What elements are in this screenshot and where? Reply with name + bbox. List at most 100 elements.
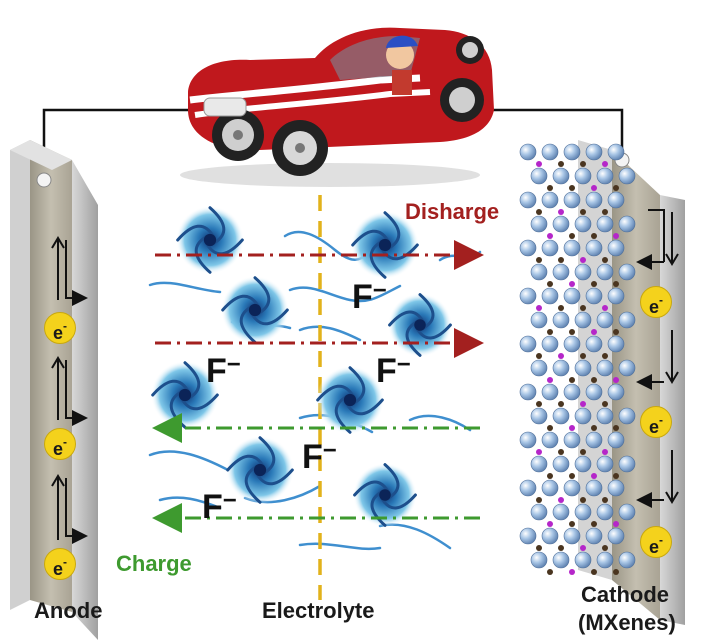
lattice-dopant [536, 161, 542, 167]
lattice-dopant [547, 569, 553, 575]
lattice-atom [552, 503, 570, 521]
lattice-dopant [580, 401, 586, 407]
lattice-atom [574, 311, 592, 329]
lattice-dopant [602, 257, 608, 263]
lattice-atom [607, 143, 625, 161]
lattice-dopant [536, 353, 542, 359]
anode-electrode [10, 140, 98, 640]
lattice-dopant [602, 449, 608, 455]
lattice-atom [596, 359, 614, 377]
lattice-atom [596, 503, 614, 521]
lattice-atom [596, 167, 614, 185]
lattice-dopant [558, 497, 564, 503]
lattice-dopant [580, 353, 586, 359]
lattice-dopant [569, 425, 575, 431]
lattice-atom [530, 167, 548, 185]
lattice-dopant [591, 233, 597, 239]
lattice-atom [530, 263, 548, 281]
lattice-atom [596, 455, 614, 473]
lattice-atom [541, 143, 559, 161]
toy-car-icon [180, 27, 494, 187]
lattice-dopant [602, 497, 608, 503]
lattice-dopant [613, 185, 619, 191]
lattice-atom [541, 527, 559, 545]
lattice-atom [607, 239, 625, 257]
lattice-atom [519, 527, 537, 545]
lattice-dopant [558, 305, 564, 311]
fluoride-ion-label: F− [302, 437, 337, 476]
lattice-dopant [558, 401, 564, 407]
lattice-atom [530, 503, 548, 521]
lattice-atom [541, 383, 559, 401]
lattice-atom [563, 239, 581, 257]
lattice-atom [519, 431, 537, 449]
lattice-dopant [558, 257, 564, 263]
fluoride-ion-label: F− [206, 351, 241, 390]
lattice-atom [519, 143, 537, 161]
electron-badge: e- [44, 312, 76, 344]
mxene-lattice-icon [519, 143, 636, 575]
lattice-dopant [547, 185, 553, 191]
lattice-dopant [569, 233, 575, 239]
lattice-dopant [580, 209, 586, 215]
lattice-atom [563, 335, 581, 353]
electron-badge: e- [44, 548, 76, 580]
lattice-atom [552, 311, 570, 329]
lattice-atom [585, 383, 603, 401]
fluoride-ion-label: F− [376, 351, 411, 390]
lattice-dopant [613, 521, 619, 527]
lattice-dopant [591, 329, 597, 335]
lattice-atom [596, 215, 614, 233]
lattice-atom [585, 143, 603, 161]
lattice-dopant [547, 377, 553, 383]
lattice-atom [519, 383, 537, 401]
lattice-atom [552, 455, 570, 473]
swirl-ion-icon [176, 206, 244, 274]
lattice-atom [596, 551, 614, 569]
lattice-dopant [613, 473, 619, 479]
lattice-atom [541, 287, 559, 305]
fluoride-ion-label: F− [352, 277, 387, 316]
lattice-atom [618, 503, 636, 521]
lattice-dopant [591, 185, 597, 191]
lattice-atom [618, 407, 636, 425]
lattice-dopant [591, 569, 597, 575]
lattice-atom [574, 215, 592, 233]
lattice-dopant [591, 425, 597, 431]
lattice-dopant [602, 305, 608, 311]
lattice-atom [530, 455, 548, 473]
lattice-atom [574, 551, 592, 569]
lattice-dopant [547, 233, 553, 239]
lattice-atom [574, 263, 592, 281]
swirl-ion-icon [388, 293, 452, 357]
lattice-atom [530, 359, 548, 377]
charge-label: Charge [116, 551, 192, 576]
lattice-dopant [591, 473, 597, 479]
lattice-dopant [602, 401, 608, 407]
cathode-label: Cathode [581, 582, 669, 607]
lattice-dopant [580, 545, 586, 551]
lattice-atom [585, 527, 603, 545]
lattice-dopant [558, 209, 564, 215]
lattice-atom [541, 335, 559, 353]
lattice-atom [530, 407, 548, 425]
lattice-dopant [536, 497, 542, 503]
lattice-atom [552, 407, 570, 425]
anode-current-arrows [51, 236, 88, 544]
discharge-label: Disharge [405, 199, 500, 224]
lattice-dopant [569, 329, 575, 335]
lattice-dopant [569, 569, 575, 575]
swirl-ion-icon [316, 366, 384, 434]
lattice-atom [585, 191, 603, 209]
electron-badge: e- [44, 428, 76, 460]
lattice-atom [563, 479, 581, 497]
fluoride-ion-label: F− [202, 487, 237, 526]
lattice-atom [563, 287, 581, 305]
electrolyte-label: Electrolyte [262, 598, 375, 623]
electron-badge: e- [640, 526, 672, 558]
lattice-dopant [536, 305, 542, 311]
lattice-dopant [580, 305, 586, 311]
lattice-atom [574, 359, 592, 377]
lattice-atom [596, 263, 614, 281]
